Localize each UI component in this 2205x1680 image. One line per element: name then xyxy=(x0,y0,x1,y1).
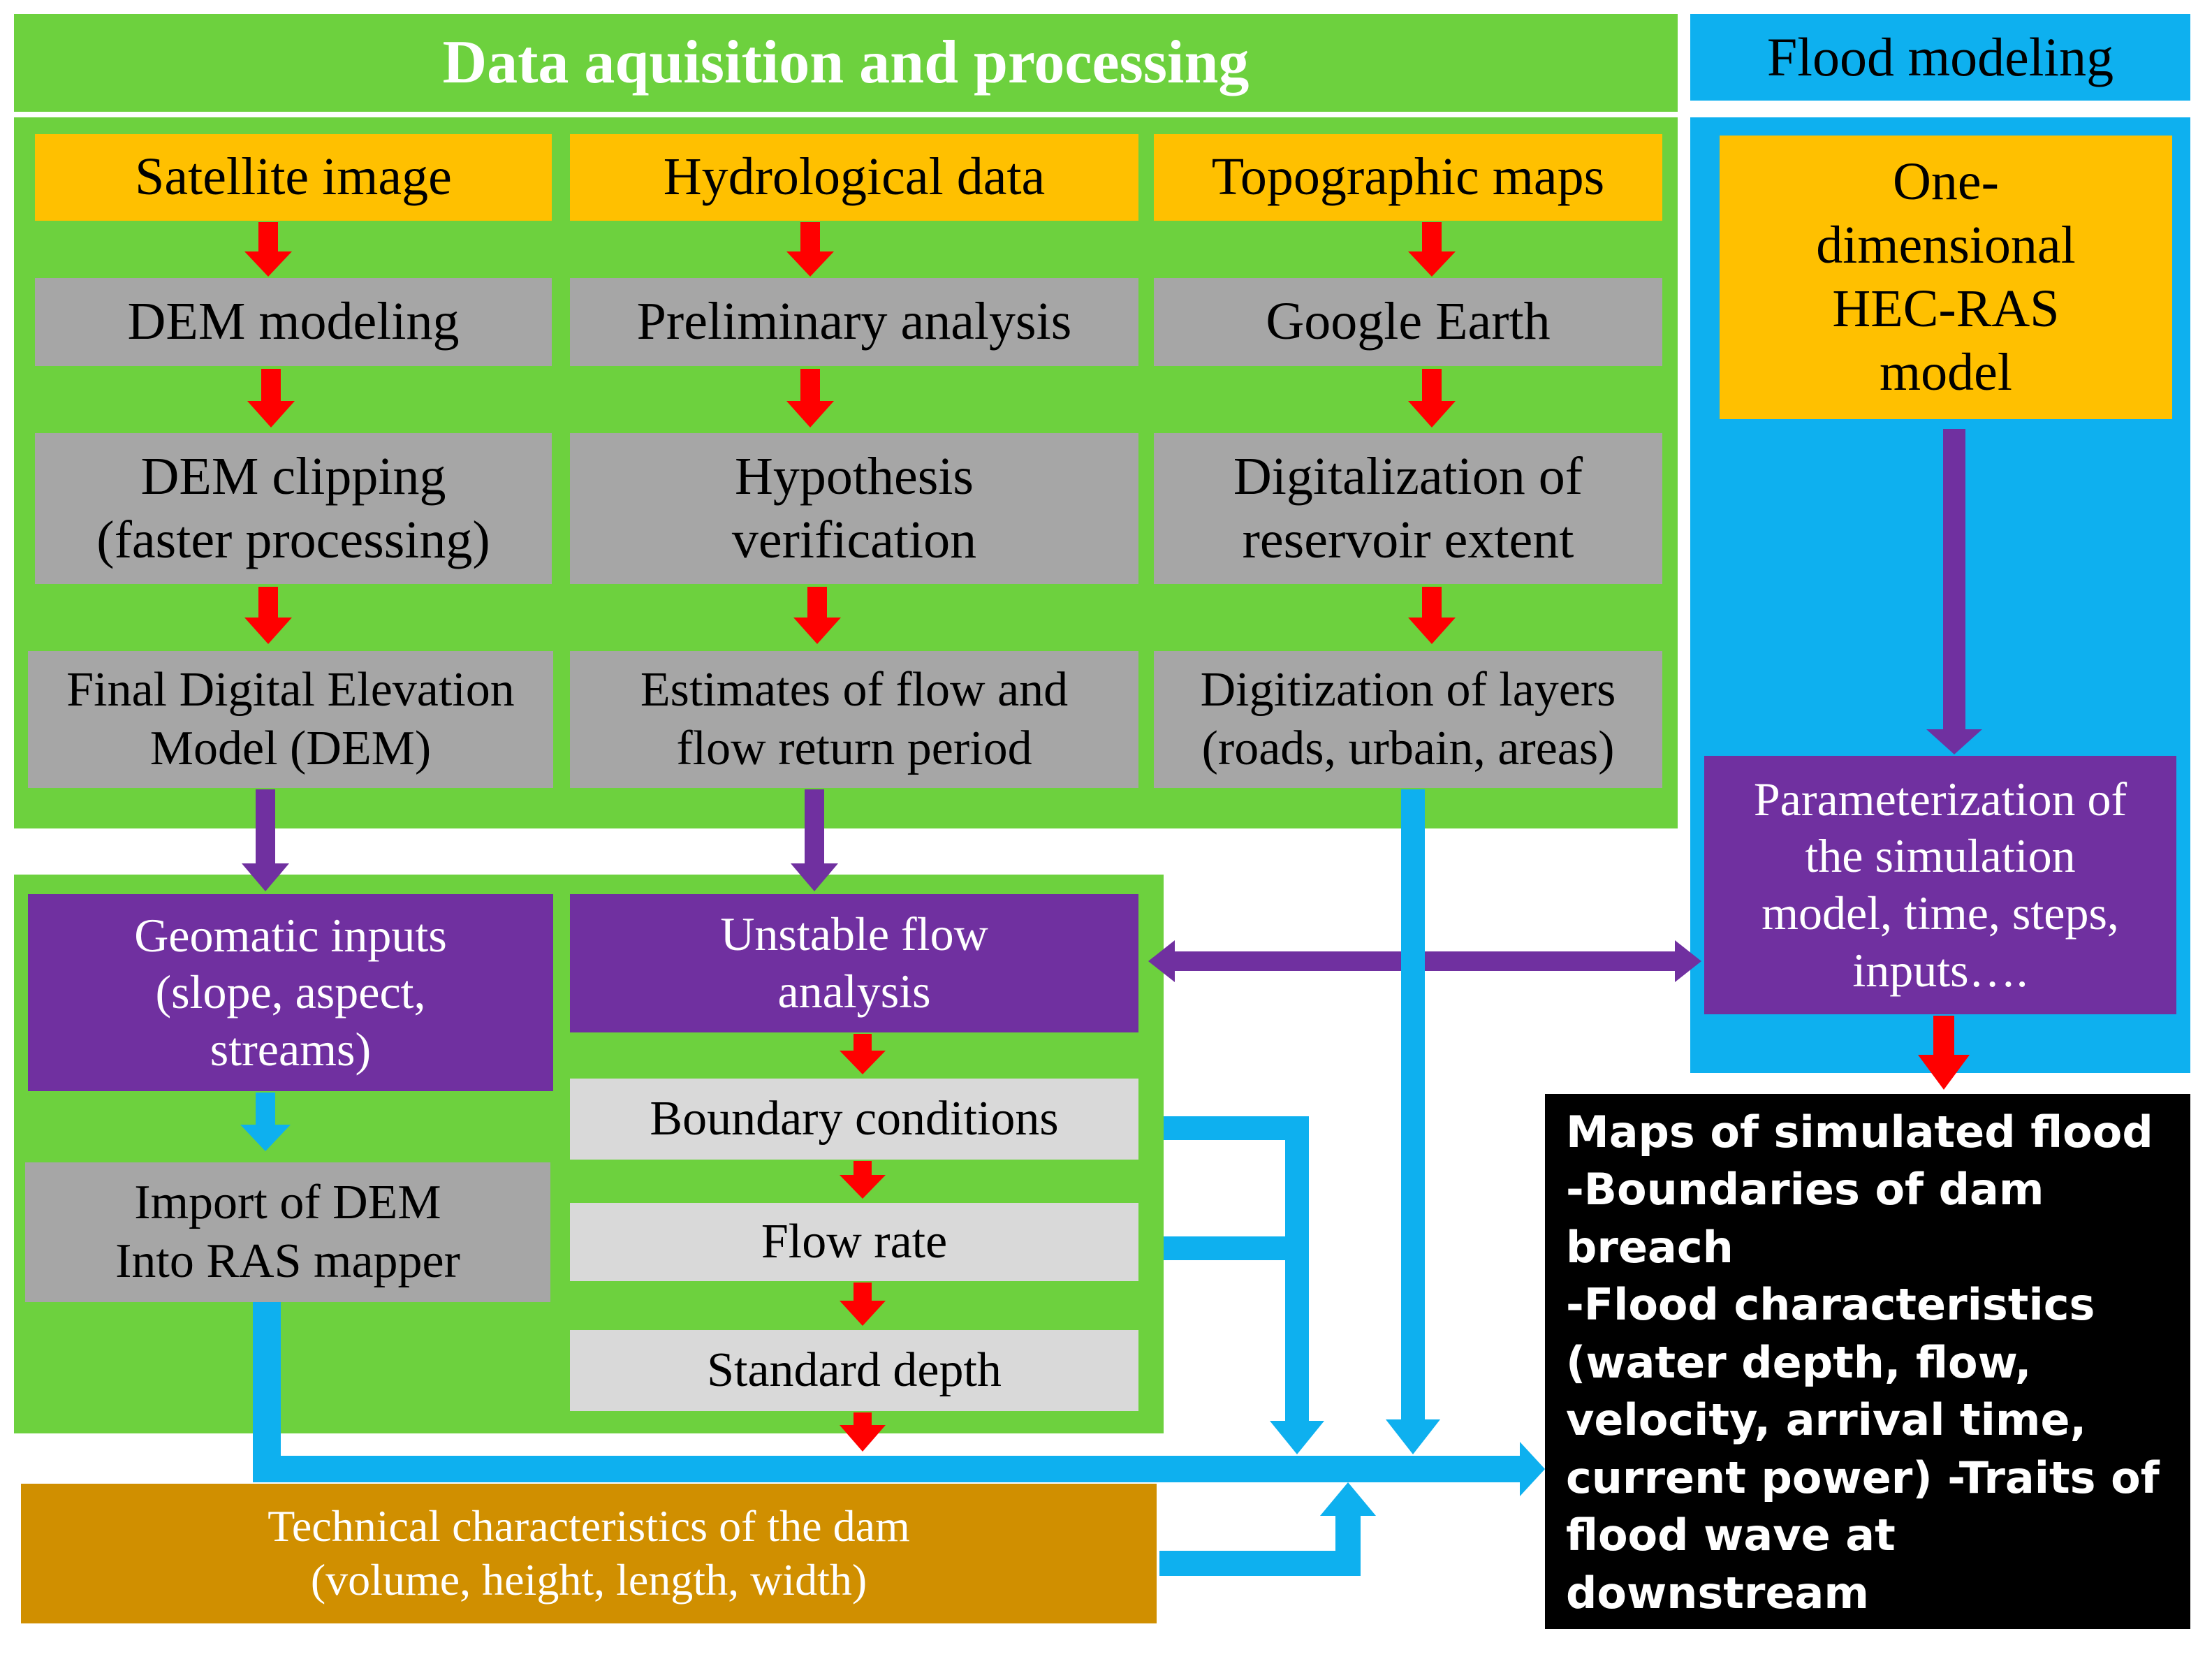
dem-modeling-box: DEM modeling xyxy=(35,278,552,366)
flood-maps-output-label: Maps of simulated flood -Boundaries of d… xyxy=(1566,1106,2160,1677)
topographic-maps-box: Topographic maps xyxy=(1154,134,1662,221)
hypothesis-verification-box: Hypothesis verification xyxy=(570,433,1138,584)
parameterization-label: Parameterization of the simulation model… xyxy=(1753,772,2127,997)
dem-clipping-box: DEM clipping (faster processing) xyxy=(35,433,552,584)
data-acquisition-title: Data aquisition and processing xyxy=(442,29,1250,97)
preliminary-analysis-box: Preliminary analysis xyxy=(570,278,1138,366)
data-acquisition-header: Data aquisition and processing xyxy=(14,14,1678,112)
boundary-conditions-box: Boundary conditions xyxy=(570,1079,1138,1160)
geomatic-inputs-label: Geomatic inputs (slope, aspect, streams) xyxy=(134,908,447,1076)
geomatic-inputs-box: Geomatic inputs (slope, aspect, streams) xyxy=(28,894,553,1091)
dam-characteristics-label: Technical characteristics of the dam (vo… xyxy=(268,1501,910,1605)
hec-ras-model-label: One- dimensional HEC-RAS model xyxy=(1816,152,2076,402)
hec-ras-model-box: One- dimensional HEC-RAS model xyxy=(1720,136,2172,419)
dem-clipping-label: DEM clipping (faster processing) xyxy=(96,446,490,569)
flood-modeling-title: Flood modeling xyxy=(1766,27,2114,88)
hydrological-data-label: Hydrological data xyxy=(663,147,1046,207)
final-dem-label: Final Digital Elevation Model (DEM) xyxy=(66,663,515,775)
flow-estimates-box: Estimates of flow and flow return period xyxy=(570,651,1138,788)
reservoir-digitalization-label: Digitalization of reservoir extent xyxy=(1233,446,1583,569)
hypothesis-verification-label: Hypothesis verification xyxy=(731,446,977,569)
dem-modeling-label: DEM modeling xyxy=(127,292,460,351)
google-earth-box: Google Earth xyxy=(1154,278,1662,366)
standard-depth-box: Standard depth xyxy=(570,1330,1138,1411)
flood-modeling-header: Flood modeling xyxy=(1690,14,2190,101)
flowchart: Data aquisition and processing Flood mod… xyxy=(14,14,2190,1676)
flow-estimates-label: Estimates of flow and flow return period xyxy=(640,663,1069,775)
import-dem-box: Import of DEM Into RAS mapper xyxy=(25,1162,550,1302)
blue-dam-connector xyxy=(1159,1482,1376,1576)
dam-characteristics-box: Technical characteristics of the dam (vo… xyxy=(21,1484,1157,1623)
flow-rate-label: Flow rate xyxy=(761,1215,948,1269)
google-earth-label: Google Earth xyxy=(1266,292,1551,351)
final-dem-box: Final Digital Elevation Model (DEM) xyxy=(28,651,553,788)
purple-double-arrow xyxy=(1148,940,1701,982)
topographic-maps-label: Topographic maps xyxy=(1211,147,1605,207)
import-dem-label: Import of DEM Into RAS mapper xyxy=(115,1176,460,1288)
layers-digitization-label: Digitization of layers (roads, urbain, a… xyxy=(1200,663,1616,775)
reservoir-digitalization-box: Digitalization of reservoir extent xyxy=(1154,433,1662,584)
parameterization-box: Parameterization of the simulation model… xyxy=(1704,756,2176,1014)
unstable-flow-box: Unstable flow analysis xyxy=(570,894,1138,1032)
hydrological-data-box: Hydrological data xyxy=(570,134,1138,221)
unstable-flow-label: Unstable flow analysis xyxy=(720,907,988,1018)
satellite-image-label: Satellite image xyxy=(135,147,452,207)
preliminary-analysis-label: Preliminary analysis xyxy=(636,292,1072,351)
standard-depth-label: Standard depth xyxy=(707,1343,1002,1397)
satellite-image-box: Satellite image xyxy=(35,134,552,221)
blue-boundary-connector xyxy=(1164,1116,1324,1454)
boundary-conditions-label: Boundary conditions xyxy=(650,1092,1059,1146)
layers-digitization-box: Digitization of layers (roads, urbain, a… xyxy=(1154,651,1662,788)
flow-rate-box: Flow rate xyxy=(570,1203,1138,1281)
blue-layers-connector xyxy=(1386,789,1440,1454)
flood-maps-output-box: Maps of simulated flood -Boundaries of d… xyxy=(1545,1094,2190,1676)
